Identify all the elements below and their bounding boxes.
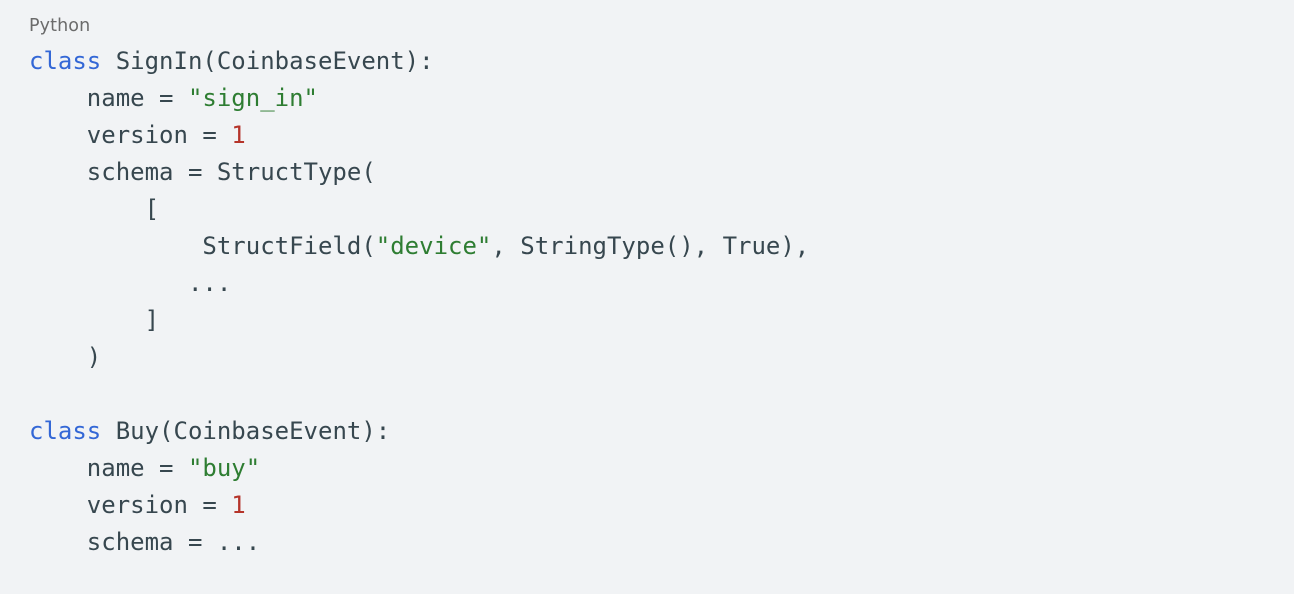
language-label: Python bbox=[29, 16, 91, 36]
code-token-def: ... bbox=[29, 269, 232, 297]
code-token-def: StructField( bbox=[29, 232, 376, 260]
code-token-def: schema = ... bbox=[29, 528, 261, 556]
code-line: name = "sign_in" bbox=[29, 80, 1294, 117]
code-line: ) bbox=[29, 339, 1294, 376]
code-token-kw: class bbox=[29, 417, 102, 445]
code-token-kw: class bbox=[29, 47, 102, 75]
code-token-def: SignIn(CoinbaseEvent): bbox=[101, 47, 434, 75]
code-line: schema = ... bbox=[29, 524, 1294, 561]
code-line: version = 1 bbox=[29, 487, 1294, 524]
code-token-def: ] bbox=[29, 306, 160, 334]
code-token-str: "sign_in" bbox=[187, 84, 318, 112]
code-token-def: [ bbox=[29, 195, 160, 223]
code-token-def: version = bbox=[29, 121, 232, 149]
code-token-def: schema = StructType( bbox=[29, 158, 376, 186]
code-block[interactable]: class SignIn(CoinbaseEvent): name = "sig… bbox=[29, 43, 1294, 561]
code-token-def: version = bbox=[29, 491, 232, 519]
code-token-def: name = bbox=[29, 84, 188, 112]
code-line: StructField("device", StringType(), True… bbox=[29, 228, 1294, 265]
code-line: ... bbox=[29, 265, 1294, 302]
code-token-str: "device" bbox=[375, 232, 492, 260]
code-line: ] bbox=[29, 302, 1294, 339]
code-line: version = 1 bbox=[29, 117, 1294, 154]
code-token-def: ) bbox=[29, 343, 102, 371]
code-token-def: name = bbox=[29, 454, 188, 482]
code-line: class SignIn(CoinbaseEvent): bbox=[29, 43, 1294, 80]
code-line bbox=[29, 376, 1294, 413]
code-token-num: 1 bbox=[231, 491, 246, 519]
code-token-def: , StringType(), True), bbox=[491, 232, 810, 260]
code-token-def: Buy(CoinbaseEvent): bbox=[101, 417, 391, 445]
code-line: [ bbox=[29, 191, 1294, 228]
code-line: name = "buy" bbox=[29, 450, 1294, 487]
code-token-num: 1 bbox=[231, 121, 246, 149]
code-line: class Buy(CoinbaseEvent): bbox=[29, 413, 1294, 450]
code-line: schema = StructType( bbox=[29, 154, 1294, 191]
code-token-str: "buy" bbox=[187, 454, 261, 482]
